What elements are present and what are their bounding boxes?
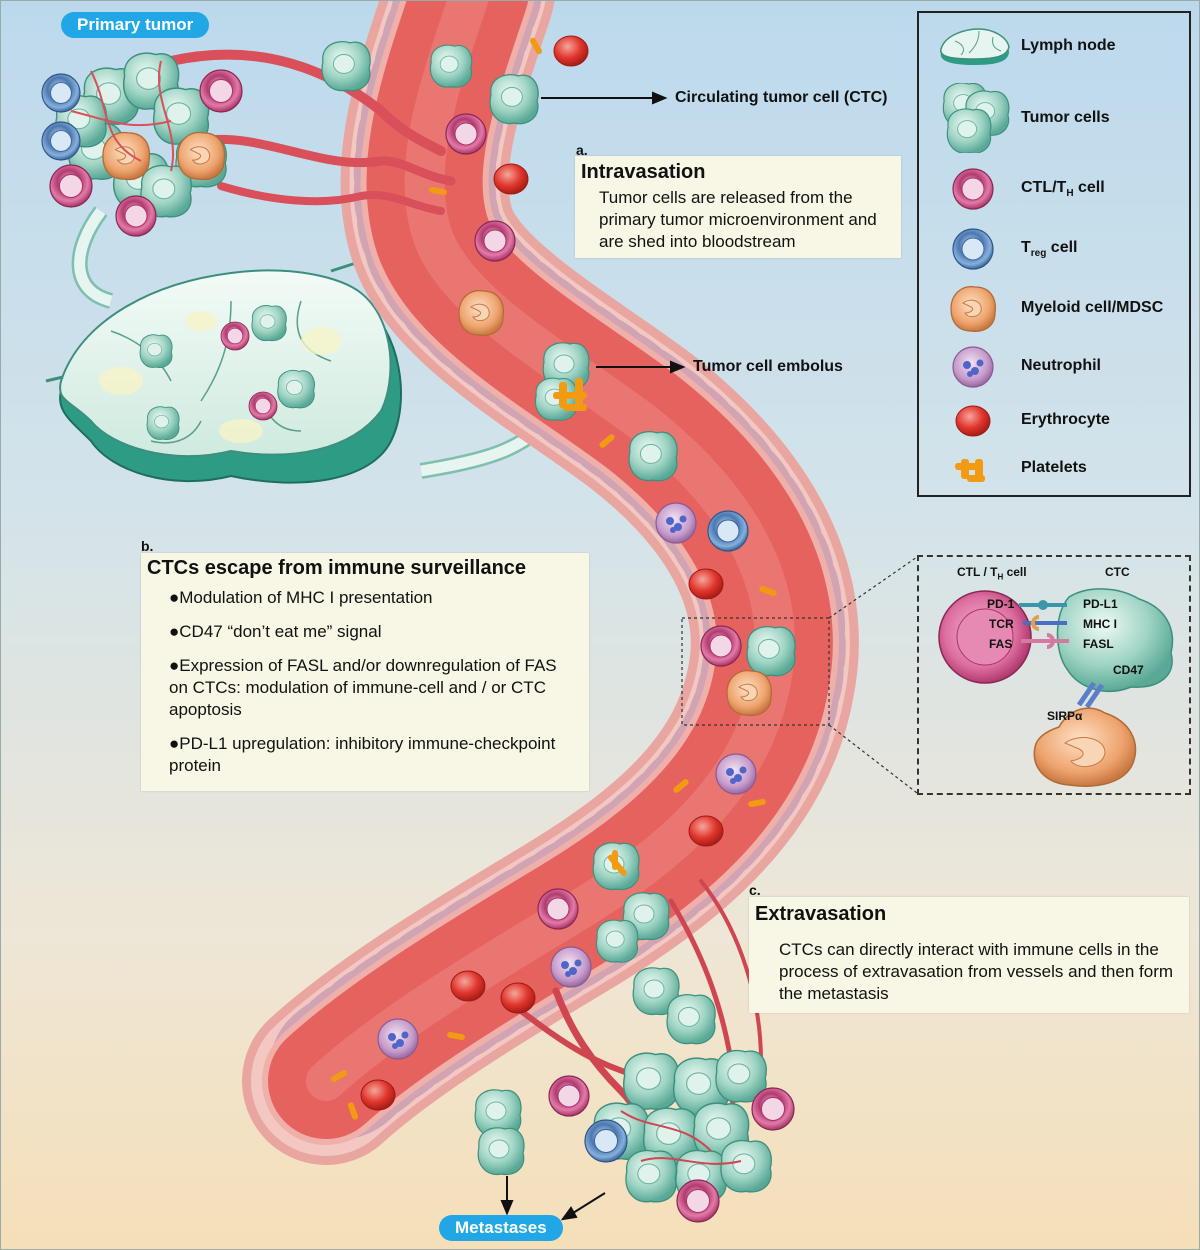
- legend-label: Platelets: [1021, 459, 1087, 476]
- panel-a-box: Intravasation Tumor cells are released f…: [575, 156, 901, 258]
- inset-ctl-label: CTL / TH cell: [957, 565, 1027, 582]
- lymph-node-icon: [940, 28, 1010, 65]
- arrows: [500, 91, 686, 1221]
- panel-a-text: Tumor cells are released from the primar…: [599, 188, 877, 251]
- inset-pd1: PD-1: [987, 597, 1015, 611]
- panel-a-letter: a.: [576, 142, 588, 158]
- legend: Lymph node Tumor cells CTL/TH cell Treg …: [917, 11, 1191, 497]
- legend-label: Tumor cells: [1021, 109, 1110, 126]
- ctc-label: Circulating tumor cell (CTC): [675, 89, 888, 106]
- platelets-icon: [955, 459, 985, 482]
- primary-tumor-cluster: [41, 41, 473, 237]
- metastases-label: Metastases: [439, 1215, 563, 1241]
- legend-item-tumor-cells: Tumor cells: [919, 83, 1189, 153]
- panel-b-item: ●PD-L1 upregulation: inhibitory immune-c…: [169, 734, 556, 775]
- ctl-cell-icon: [952, 168, 994, 210]
- legend-item-treg: Treg cell: [919, 225, 1189, 273]
- panel-a-title: Intravasation: [581, 161, 706, 183]
- lymph-node: [45, 261, 402, 484]
- myeloid-cell-icon: [950, 286, 996, 332]
- metastasis-cluster: [474, 967, 795, 1223]
- legend-label: Treg cell: [1021, 239, 1078, 260]
- panel-b-item: ●Modulation of MHC I presentation: [169, 588, 433, 607]
- inset-fasl: FASL: [1083, 637, 1114, 651]
- panel-b-box: CTCs escape from immune surveillance ●Mo…: [141, 553, 589, 791]
- legend-item-platelets: Platelets: [919, 445, 1189, 493]
- inset-sirp: SIRPα: [1047, 709, 1083, 723]
- legend-label: CTL/TH cell: [1021, 179, 1105, 200]
- inset-tcr: TCR: [989, 617, 1014, 631]
- treg-cell-icon: [952, 228, 994, 270]
- embolus-label: Tumor cell embolus: [693, 358, 843, 375]
- tumor-cells-icon: [942, 83, 1010, 153]
- blood-vessel: [242, 1, 859, 1165]
- legend-label: Myeloid cell/MDSC: [1021, 299, 1164, 316]
- inset-fas: FAS: [989, 637, 1013, 651]
- panel-c-letter: c.: [749, 882, 761, 898]
- panel-b-item: ●Expression of FASL and/or downregulatio…: [169, 656, 557, 719]
- legend-item-erythrocyte: Erythrocyte: [919, 397, 1189, 445]
- panel-b-list: ●Modulation of MHC I presentation ●CD47 …: [169, 587, 569, 789]
- panel-b-title: CTCs escape from immune surveillance: [147, 557, 527, 579]
- panel-b-letter: b.: [141, 538, 154, 554]
- interaction-inset: CTL / TH cell CTC PD-1 TCR FAS PD-L1 MHC…: [917, 555, 1191, 795]
- legend-item-ctl: CTL/TH cell: [919, 165, 1189, 213]
- panel-b-item: ●CD47 “don’t eat me” signal: [169, 622, 382, 641]
- legend-item-lymph-node: Lymph node: [919, 23, 1189, 71]
- panel-c-box: Extravasation CTCs can directly interact…: [749, 897, 1189, 1013]
- panel-c-title: Extravasation: [755, 903, 887, 925]
- primary-tumor-label: Primary tumor: [61, 12, 210, 38]
- inset-artwork: [938, 588, 1174, 787]
- erythrocyte-icon: [955, 405, 991, 437]
- zoom-indicator: [681, 556, 918, 794]
- inset-pdl1: PD-L1: [1083, 597, 1118, 611]
- legend-item-myeloid: Myeloid cell/MDSC: [919, 285, 1189, 333]
- neutrophil-icon: [952, 346, 994, 388]
- legend-label: Neutrophil: [1021, 357, 1101, 374]
- legend-label: Lymph node: [1021, 37, 1116, 54]
- vessel-cells: [329, 35, 796, 1121]
- panel-c-text: CTCs can directly interact with immune c…: [779, 940, 1174, 1003]
- legend-item-neutrophil: Neutrophil: [919, 343, 1189, 391]
- inset-cd47: CD47: [1113, 663, 1144, 677]
- tumor-capillaries: [166, 49, 456, 215]
- legend-label: Erythrocyte: [1021, 411, 1110, 428]
- inset-mhc1: MHC I: [1083, 617, 1117, 631]
- inset-ctc-label: CTC: [1105, 565, 1130, 579]
